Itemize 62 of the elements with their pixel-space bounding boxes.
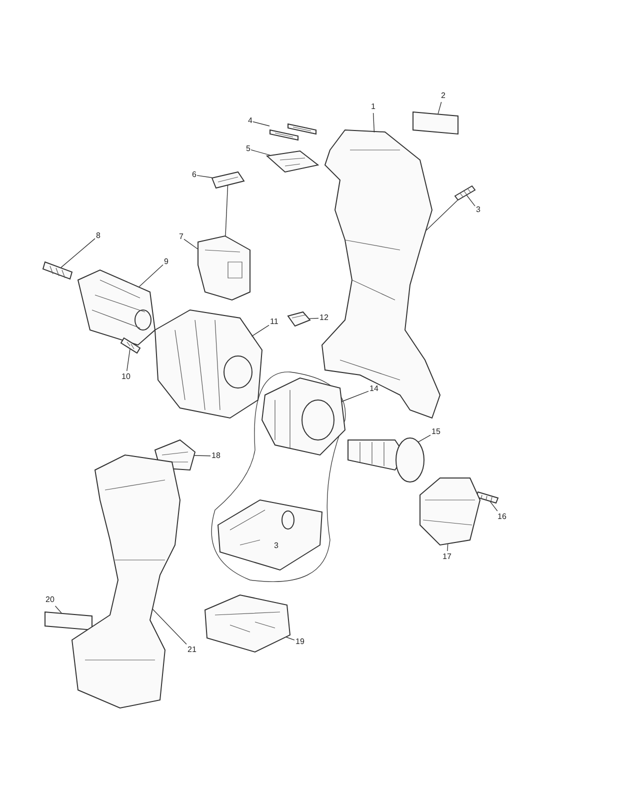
gear-housing-drawing	[154, 309, 263, 419]
callout-number: 21	[188, 645, 196, 655]
controller-board-drawing	[217, 499, 323, 571]
leader-line	[309, 318, 319, 319]
leader-line	[250, 150, 270, 156]
callout-number: 8	[96, 231, 100, 241]
assembly-line	[225, 185, 228, 236]
leader-line	[286, 636, 295, 640]
screw-drawing	[42, 261, 73, 280]
motor-cover-drawing	[420, 478, 481, 546]
callout-number: 18	[212, 451, 220, 461]
leader-line	[251, 324, 270, 337]
callout-number: 12	[320, 313, 328, 323]
callout-number: 10	[122, 372, 130, 382]
callout-number: 16	[498, 512, 506, 522]
leader-line	[372, 112, 375, 133]
leader-line	[194, 455, 211, 456]
callout-number: 4	[248, 116, 252, 126]
leader-line	[152, 608, 187, 645]
leader-line	[126, 348, 130, 372]
part-marking: 3	[274, 541, 278, 551]
callout-number: 15	[432, 427, 440, 437]
trigger-switch-drawing	[198, 235, 250, 301]
leader-line	[60, 238, 96, 268]
leader-line	[447, 544, 448, 552]
housing-half-drawing	[321, 129, 441, 419]
callout-number: 11	[270, 317, 278, 327]
callout-number: 3	[476, 205, 480, 215]
callout-number: 17	[442, 552, 452, 562]
screw-drawing	[454, 185, 476, 201]
switch-lever-drawing	[266, 150, 320, 173]
callout-number: 19	[296, 637, 304, 647]
callout-number: 6	[192, 170, 196, 180]
leader-line	[184, 238, 198, 250]
leader-line	[54, 606, 62, 614]
screw-drawing	[120, 337, 141, 354]
armature-drawing	[348, 438, 424, 482]
label-plate	[412, 111, 458, 135]
label-plate	[44, 611, 92, 631]
leader-line	[196, 175, 212, 178]
leader-line	[340, 390, 369, 402]
callout-number: 1	[371, 102, 376, 112]
leader-line	[418, 434, 431, 442]
slide-knob-drawing	[211, 171, 245, 189]
battery-terminal-drawing	[204, 594, 291, 653]
stator-drawing	[261, 377, 346, 456]
assembly-line	[426, 200, 458, 231]
leader-line	[138, 264, 164, 288]
leader-line	[438, 102, 442, 114]
rubber-pad-drawing	[287, 311, 311, 327]
drill-chuck-drawing	[77, 269, 156, 346]
callout-number: 7	[179, 232, 184, 242]
housing-half-drawing	[71, 454, 180, 709]
callout-number: 20	[46, 595, 54, 605]
callout-number: 14	[370, 384, 378, 394]
callout-number: 2	[441, 91, 446, 101]
callout-number: 5	[246, 144, 250, 154]
leader-line	[490, 501, 498, 512]
leader-line	[252, 121, 270, 126]
spring-strip-drawing	[270, 123, 316, 141]
callout-number: 9	[164, 257, 168, 267]
leader-line	[466, 194, 476, 206]
